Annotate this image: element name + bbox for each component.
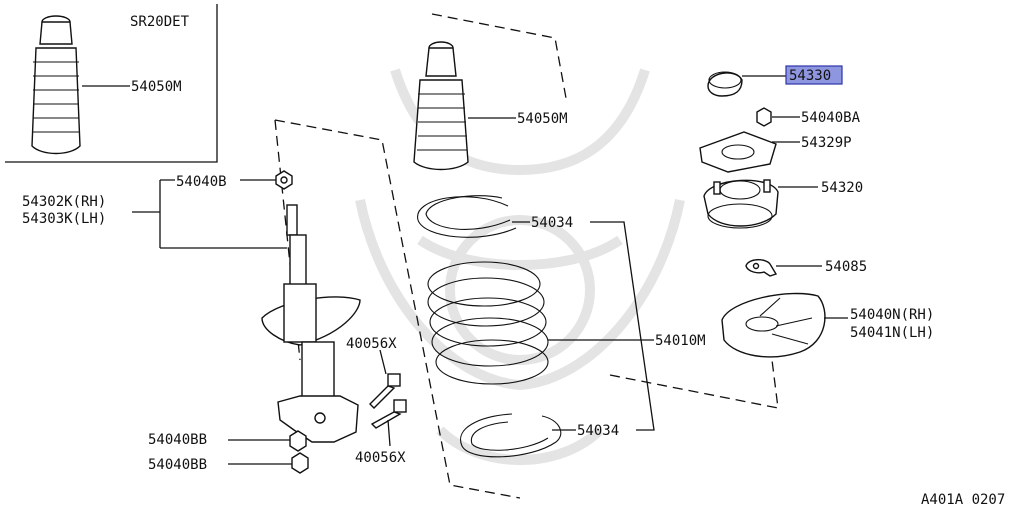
spring-seat-upper bbox=[417, 195, 517, 238]
coil-spring bbox=[427, 261, 549, 385]
label-seat-lower: 54034 bbox=[577, 423, 619, 439]
label-seat-upper: 54034 bbox=[531, 215, 573, 231]
label-cap: 54330 bbox=[789, 68, 831, 84]
label-mount: 54320 bbox=[821, 180, 863, 196]
bolt-lower bbox=[370, 399, 407, 429]
label-nut-bb-lower: 54040BB bbox=[148, 457, 207, 473]
label-nut-top: 54040B bbox=[176, 174, 227, 190]
label-bolt-lower: 40056X bbox=[355, 450, 406, 466]
label-strut-rh: 54302K(RH) bbox=[22, 194, 106, 210]
nut-54040b bbox=[275, 170, 293, 190]
bump-boot bbox=[413, 41, 469, 171]
label-nut-bb-upper: 54040BB bbox=[148, 432, 207, 448]
nut-54040bb-lower bbox=[291, 452, 309, 474]
label-insulator-rh: 54040N(RH) bbox=[850, 307, 934, 323]
dust-cap bbox=[707, 71, 743, 97]
bolt-upper bbox=[369, 373, 401, 409]
nut-54040ba bbox=[756, 107, 772, 127]
label-boot-main: 54050M bbox=[517, 111, 568, 127]
label-bolt-upper: 40056X bbox=[346, 336, 397, 352]
strut-assembly bbox=[261, 204, 361, 443]
nut-54040bb-upper bbox=[289, 430, 307, 452]
label-plate: 54329P bbox=[801, 135, 852, 151]
spring-insulator bbox=[721, 292, 826, 358]
label-boot-inset: 54050M bbox=[131, 79, 182, 95]
bump-boot-inset bbox=[31, 15, 81, 155]
strut-mount bbox=[703, 179, 779, 229]
label-insulator-lh: 54041N(LH) bbox=[850, 325, 934, 341]
mount-plate bbox=[699, 131, 777, 173]
drawing-code: A401A 0207 bbox=[921, 492, 1005, 508]
label-nut-ba: 54040BA bbox=[801, 110, 861, 126]
label-washer: 54085 bbox=[825, 259, 867, 275]
washer bbox=[745, 259, 778, 277]
inset-frame bbox=[5, 4, 218, 163]
highlight-cap bbox=[785, 65, 843, 85]
variant-label: SR20DET bbox=[130, 14, 190, 30]
label-strut-lh: 54303K(LH) bbox=[22, 211, 106, 227]
label-spring: 54010M bbox=[655, 333, 706, 349]
watermark-emblem bbox=[355, 68, 685, 465]
